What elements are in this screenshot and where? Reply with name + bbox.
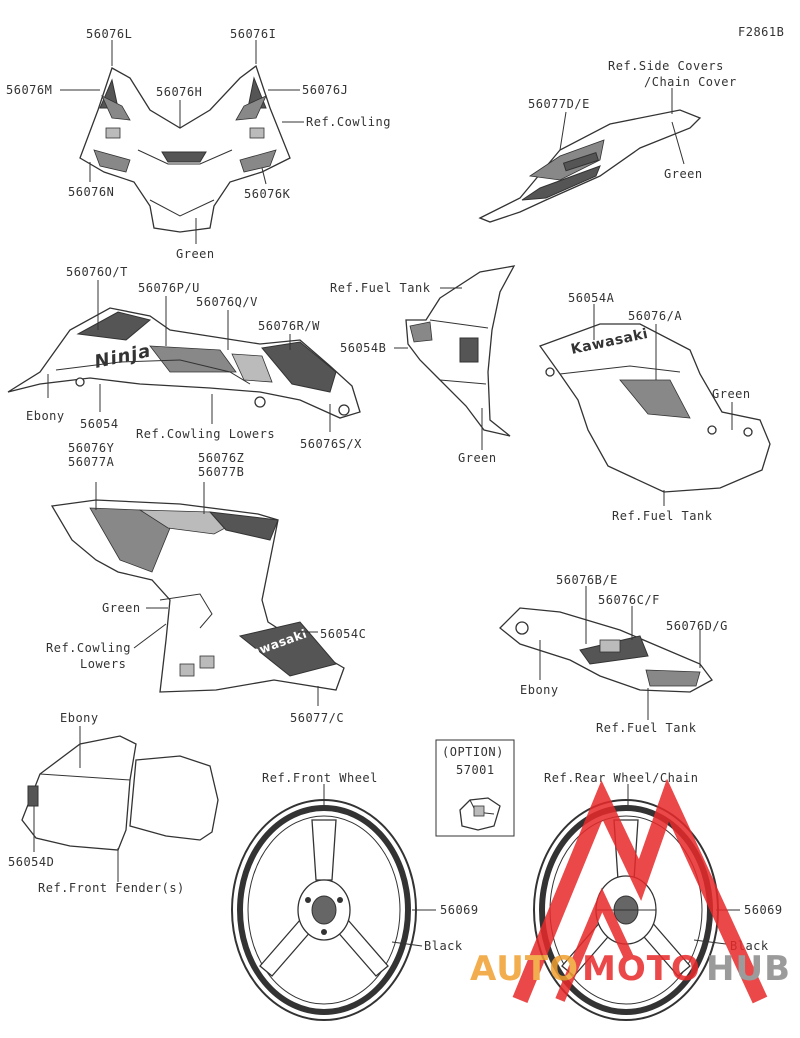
tail-cover-part [478,109,702,223]
label-ref-cowling-lowers: Ref.Cowling Lowers [136,427,275,441]
label-56076DG: 56076D/G [666,619,728,633]
label-option: (OPTION) [442,745,504,759]
label-ebony-left: Ebony [26,409,65,423]
label-ref-cowling: Ref.Cowling [306,115,391,129]
label-57001: 57001 [456,763,495,777]
label-56076K: 56076K [244,187,291,201]
label-56054B: 56054B [340,341,386,355]
label-56076CF: 56076C/F [598,593,660,607]
leaders-top [60,40,304,244]
label-56076SX: 56076S/X [300,437,362,451]
front-fender-part [21,735,219,851]
automotohub-watermark: AUTO MOTO HUB [470,778,791,1004]
label-56076M: 56076M [6,83,52,97]
label-56054D: 56054D [8,855,54,869]
watermark-hub: HUB [706,949,791,989]
label-ref-fuel-tank-right: Ref.Fuel Tank [612,509,713,523]
leaders-tail [559,88,685,165]
label-56076Y: 56076Y [68,441,115,455]
upper-cowling-part [79,64,291,233]
front-wheel-part [231,799,417,1021]
label-56077B: 56077B [198,465,244,479]
label-ref-rear-wheel: Ref.Rear Wheel/Chain [544,771,699,785]
leaders-tank-lower [539,586,701,720]
label-56054: 56054 [80,417,119,431]
label-56076Z: 56076Z [198,451,244,465]
label-56077DE: 56077D/E [528,97,590,111]
leaders-side-cowling [47,280,331,432]
leaders-lower-cowling [95,482,319,706]
label-green-lower: Green [102,601,141,615]
watermark-moto: MOTO [582,949,701,989]
label-green-right: Green [712,387,751,401]
label-green-tail: Green [664,167,703,181]
tank-front-part [405,265,516,437]
tank-lower-part [499,607,713,693]
option-box [435,739,515,837]
figure-code: F2861B [738,25,784,39]
label-56076H: 56076H [156,85,202,99]
label-green-top: Green [176,247,215,261]
leaders-front-wheel [323,784,436,947]
leaders-tank-front [394,287,483,450]
label-ref-cowling-lowers-2b: Lowers [80,657,126,671]
label-green-mid: Green [458,451,497,465]
label-ref-front-fender: Ref.Front Fender(s) [38,881,185,895]
label-chain-cover: /Chain Cover [644,75,737,89]
label-56054A: 56054A [568,291,615,305]
label-56077C: 56077/C [290,711,344,725]
label-56077A: 56077A [68,455,115,469]
label-ebony-tank: Ebony [520,683,559,697]
label-black-front: Black [424,939,463,953]
tank-side-part: Kawasaki [538,323,771,493]
side-cowling-part: Ninja [7,307,361,419]
label-56076OT: 56076O/T [66,265,128,279]
leaders-fender [33,726,119,882]
lower-cowling-part: Kawasaki [50,499,345,693]
label-ref-cowling-lowers-2a: Ref.Cowling [46,641,131,655]
label-56076A: 56076/A [628,309,682,323]
watermark-auto: AUTO [470,949,579,989]
label-56076QV: 56076Q/V [196,295,258,309]
label-ref-side-covers: Ref.Side Covers [608,59,724,73]
label-56076N: 56076N [68,185,114,199]
label-56076L: 56076L [86,27,132,41]
label-56054C: 56054C [320,627,366,641]
label-56076BE: 56076B/E [556,573,618,587]
label-56069-front: 56069 [440,903,479,917]
label-56076J: 56076J [302,83,348,97]
label-ref-fuel-tank-low: Ref.Fuel Tank [596,721,697,735]
label-56076I: 56076I [230,27,276,41]
leaders-tank-side [593,304,733,506]
label-56069-rear: 56069 [744,903,783,917]
label-56076RW: 56076R/W [258,319,320,333]
label-ebony-fender: Ebony [60,711,99,725]
label-56076PU: 56076P/U [138,281,200,295]
label-ref-fuel-tank-mid: Ref.Fuel Tank [330,281,431,295]
label-ref-front-wheel: Ref.Front Wheel [262,771,378,785]
